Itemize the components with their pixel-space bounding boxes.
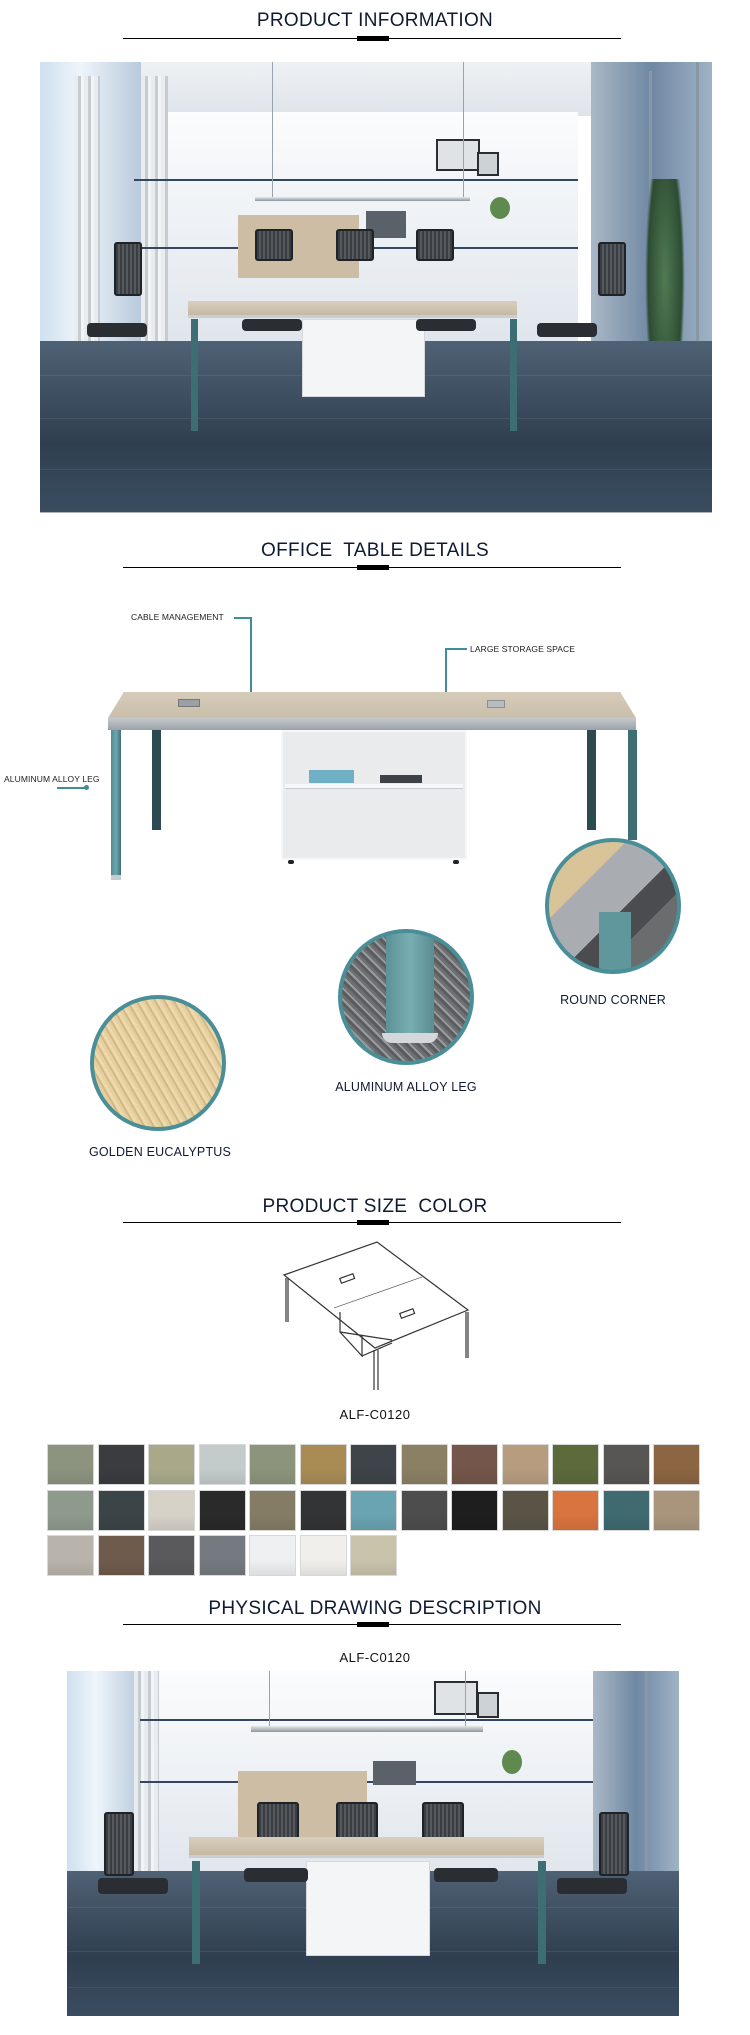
color-swatch bbox=[552, 1444, 599, 1485]
color-swatch bbox=[249, 1489, 296, 1531]
color-swatch bbox=[299, 1489, 347, 1531]
color-swatch bbox=[350, 1444, 397, 1485]
color-swatch bbox=[653, 1489, 700, 1531]
color-swatch bbox=[451, 1489, 498, 1531]
section-title-product-size-color: PRODUCT SIZE COLOR bbox=[262, 1196, 488, 1217]
golden-eucalyptus-label: GOLDEN EUCALYPTUS bbox=[88, 1145, 232, 1159]
color-swatch bbox=[350, 1535, 397, 1576]
callout-cable-management: CABLE MANAGEMENT bbox=[131, 612, 224, 622]
color-swatch bbox=[198, 1535, 246, 1576]
aluminum-alloy-leg-detail-image bbox=[338, 929, 474, 1065]
color-swatch bbox=[602, 1444, 650, 1485]
title-divider-mark bbox=[357, 1220, 389, 1225]
color-swatch bbox=[501, 1489, 549, 1531]
color-swatch bbox=[653, 1444, 700, 1485]
section-title-product-information: PRODUCT INFORMATION bbox=[256, 10, 494, 31]
title-divider-mark bbox=[357, 1622, 389, 1627]
color-swatch bbox=[350, 1489, 397, 1531]
title-divider-mark bbox=[357, 36, 389, 41]
color-swatch bbox=[97, 1535, 145, 1576]
office-scene-photo bbox=[40, 62, 712, 513]
color-swatch bbox=[148, 1489, 195, 1531]
color-swatch bbox=[400, 1489, 448, 1531]
golden-eucalyptus-swatch-image bbox=[90, 995, 226, 1131]
round-corner-detail-image bbox=[545, 838, 681, 974]
color-swatch bbox=[148, 1444, 195, 1485]
color-swatch bbox=[47, 1535, 94, 1576]
color-swatch bbox=[249, 1444, 296, 1485]
color-swatch bbox=[552, 1489, 599, 1531]
color-swatch bbox=[451, 1444, 498, 1485]
round-corner-label: ROUND CORNER bbox=[560, 993, 666, 1007]
color-swatch bbox=[97, 1489, 145, 1531]
color-swatch bbox=[602, 1489, 650, 1531]
section-title-physical-drawing-description: PHYSICAL DRAWING DESCRIPTION bbox=[208, 1598, 542, 1619]
callout-aluminum-alloy-leg: ALUMINUM ALLOY LEG bbox=[4, 774, 100, 784]
callout-large-storage-space: LARGE STORAGE SPACE bbox=[470, 644, 576, 654]
color-swatch bbox=[198, 1444, 246, 1485]
model-number: ALF-C0120 bbox=[339, 1407, 411, 1422]
title-divider-mark bbox=[357, 565, 389, 570]
aluminum-alloy-leg-label: ALUMINUM ALLOY LEG bbox=[335, 1080, 477, 1094]
color-swatch bbox=[249, 1535, 296, 1576]
model-number: ALF-C0120 bbox=[339, 1650, 411, 1665]
color-swatch bbox=[47, 1444, 94, 1485]
color-swatch bbox=[47, 1489, 94, 1531]
color-swatch bbox=[501, 1444, 549, 1485]
color-swatch bbox=[299, 1444, 347, 1485]
color-swatch bbox=[198, 1489, 246, 1531]
color-swatch bbox=[148, 1535, 195, 1576]
office-scene-photo-2 bbox=[67, 1671, 679, 2016]
table-line-drawing bbox=[282, 1241, 470, 1390]
color-swatch-grid bbox=[47, 1444, 700, 1576]
color-swatch bbox=[299, 1535, 347, 1576]
color-swatch bbox=[97, 1444, 145, 1485]
section-title-office-table-details: OFFICE TABLE DETAILS bbox=[260, 540, 490, 561]
color-swatch bbox=[400, 1444, 448, 1485]
